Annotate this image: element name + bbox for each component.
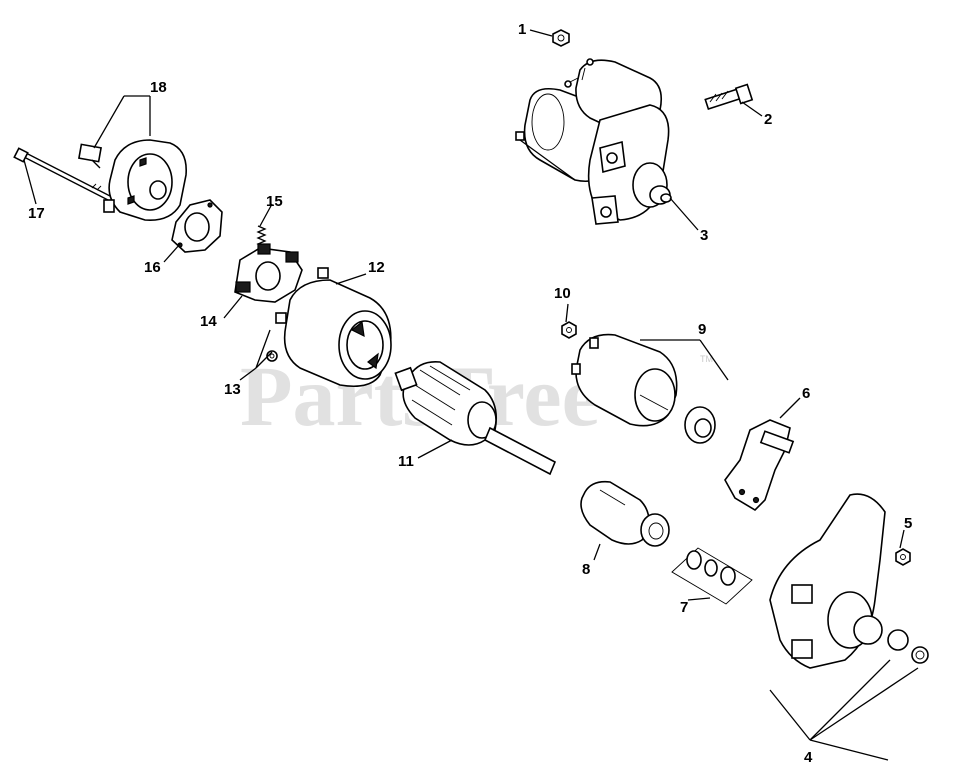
callout-12: 12 [368, 259, 385, 276]
callout-11: 11 [398, 453, 414, 470]
callout-6: 6 [802, 385, 810, 402]
callout-16: 16 [144, 259, 161, 276]
callout-8: 8 [582, 561, 590, 578]
callout-17: 17 [28, 205, 45, 222]
part-17-through-bolt[interactable] [13, 147, 111, 201]
part-6-shift-lever[interactable] [724, 419, 795, 512]
part-18-rear-housing[interactable] [78, 139, 187, 222]
callout-14: 14 [200, 313, 217, 330]
part-2-bolt[interactable] [704, 83, 754, 111]
part-4-drive-housing[interactable] [769, 493, 929, 669]
part-9-solenoid[interactable] [571, 333, 716, 444]
callout-13: 13 [224, 381, 241, 398]
part-14-brush-holder[interactable] [234, 243, 303, 303]
part-11-armature[interactable] [394, 360, 557, 476]
callout-1: 1 [518, 21, 526, 38]
callout-9: 9 [698, 321, 706, 338]
part-3-starter-assembly[interactable] [515, 58, 672, 225]
part-10-nut[interactable] [561, 321, 577, 339]
callout-18: 18 [150, 79, 167, 96]
watermark-trademark: TM [700, 354, 713, 364]
part-5-nut[interactable] [895, 548, 911, 566]
part-12-field-frame[interactable] [283, 267, 392, 388]
callout-15: 15 [266, 193, 283, 210]
callout-7: 7 [680, 599, 688, 616]
part-8-drive-pinion[interactable] [580, 480, 670, 547]
part-13-screws[interactable] [266, 312, 287, 362]
callout-2: 2 [764, 111, 772, 128]
callout-10: 10 [554, 285, 571, 302]
part-1-nut[interactable] [552, 29, 570, 47]
callout-4: 4 [804, 749, 813, 766]
callout-5: 5 [904, 515, 912, 532]
leader-lines [23, 29, 919, 761]
part-7-retainer-rings[interactable] [671, 547, 753, 605]
callout-labels: 1 2 3 4 5 6 7 8 9 10 11 12 13 14 15 16 1… [28, 21, 912, 766]
callout-3: 3 [700, 227, 708, 244]
